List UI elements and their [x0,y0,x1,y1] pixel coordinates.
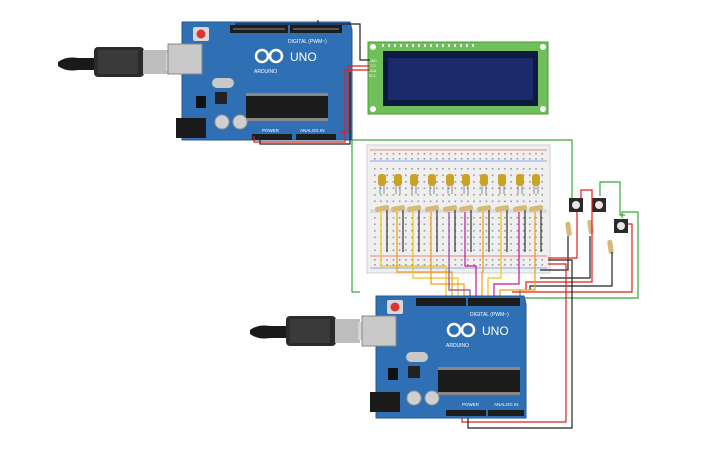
wire-led-8[interactable] [487,212,502,298]
lcd-screen [388,58,533,100]
wires-leds-to-arduino[interactable] [380,212,536,298]
lcd-16x2-display[interactable]: GND VCC SDA SCL [367,41,549,115]
led-1[interactable] [378,174,386,194]
lcd-pin-gnd: GND [369,59,377,63]
lcd-pin-scl: SCL [369,74,376,78]
arduino-uno-bottom[interactable]: DIGITAL (PWM~) ARDUINO UNO POWER ANALOG … [361,295,527,419]
resistor-6[interactable] [459,205,474,252]
push-button-1[interactable] [569,198,583,212]
resistor-3[interactable] [407,205,422,252]
board-model-bottom: UNO [482,324,509,338]
resistor-row[interactable] [375,205,544,252]
usb-cable-top[interactable] [58,47,178,77]
arduino-logo-top: ARDUINO [254,48,284,75]
resistor-5[interactable] [443,205,458,252]
svg-text:ARDUINO: ARDUINO [254,69,277,75]
wire-led-5[interactable] [448,212,471,298]
board-model-top: UNO [290,50,317,64]
header-power-label-top: POWER [262,128,280,133]
push-button-2[interactable] [592,198,606,212]
led-9[interactable] [516,174,524,194]
wire-led-7[interactable] [481,212,484,298]
wire-led-10[interactable] [499,212,536,298]
resistor-9[interactable] [513,205,528,252]
svg-text:ARDUINO: ARDUINO [446,343,469,349]
resistor-7[interactable] [477,205,492,252]
wires-top-to-lcd[interactable] [235,20,370,145]
led-row[interactable] [378,174,540,194]
power-jack-top [176,118,206,138]
resistor-1[interactable] [375,205,390,252]
led-7[interactable] [480,174,488,194]
atmega-chip-top [246,96,328,118]
lcd-pin-vcc: VCC [369,64,377,68]
wire-led-6[interactable] [464,212,477,298]
usb-cable-bottom[interactable] [250,316,370,346]
led-10[interactable] [532,174,540,194]
push-button-3[interactable] [614,219,628,233]
led-6[interactable] [462,174,470,194]
wire-led-3[interactable] [412,212,459,298]
resistor-10[interactable] [529,205,544,252]
led-3[interactable] [410,174,418,194]
lcd-pin-sda: SDA [369,69,377,73]
header-digital-label-bottom: DIGITAL (PWM~) [470,312,509,318]
arduino-logo-bottom: ARDUINO [446,322,476,349]
atmega-chip-bottom [438,370,520,392]
power-jack-bottom [370,392,400,412]
resistor-4[interactable] [425,205,440,252]
wire-led-2[interactable] [396,212,453,298]
resistor-8[interactable] [495,205,510,252]
led-4[interactable] [428,174,436,194]
wire-led-9[interactable] [493,212,520,298]
arduino-uno-top[interactable]: DIGITAL (PWM~) ARDUINO UNO POWER ANALOG … [167,21,353,141]
led-5[interactable] [446,174,454,194]
header-digital-label-top: DIGITAL (PWM~) [288,39,327,45]
led-8[interactable] [498,174,506,194]
header-analog-label-bottom: ANALOG IN [494,402,519,407]
resistor-2[interactable] [391,205,406,252]
header-analog-label-top: ANALOG IN [300,128,325,133]
header-power-label-bottom: POWER [462,402,480,407]
wire-green-loop[interactable] [351,139,573,293]
wire-led-4[interactable] [430,212,465,298]
led-2[interactable] [394,174,402,194]
